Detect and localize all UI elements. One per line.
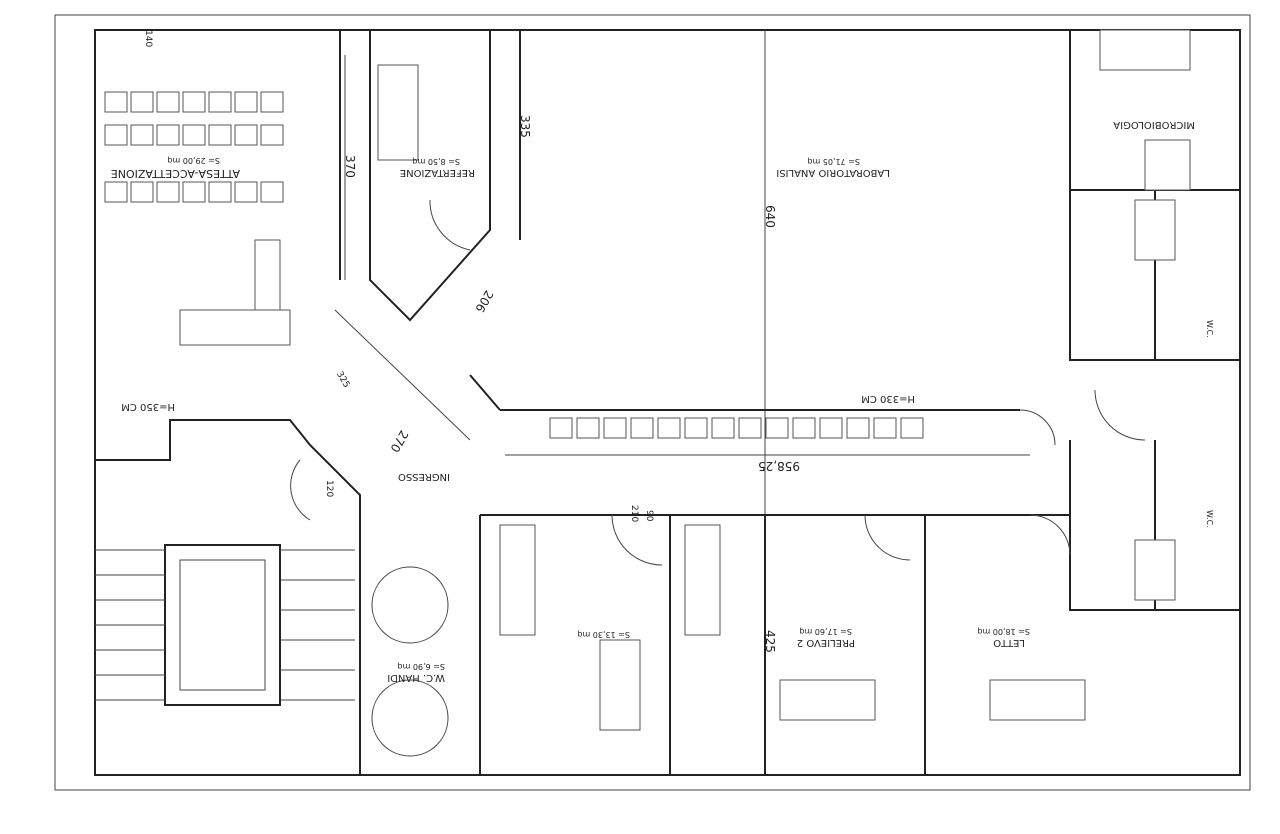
furniture xyxy=(179,29,1191,757)
dim-335: 335 xyxy=(518,115,532,138)
dim-958: 958,25 xyxy=(758,459,800,473)
height-left: H=350 CM xyxy=(121,401,175,412)
doors xyxy=(290,199,1146,566)
dim-210: 210 xyxy=(629,505,639,522)
room-name-wc2: W.C. xyxy=(1205,510,1214,528)
room-area-letto: S= 18,00 mq xyxy=(977,627,1030,636)
dim-640: 640 xyxy=(763,205,777,228)
room-labels: ATTESA-ACCETTAZIONE S= 29,00 mq REFERTAZ… xyxy=(111,119,1214,683)
room-name-microbiologia: MICROBIOLOGIA xyxy=(1113,119,1195,130)
room-area-refertazione: S= 8,50 mq xyxy=(412,157,460,166)
stairs xyxy=(95,549,355,701)
room-name-ingresso: INGRESSO xyxy=(398,471,450,482)
room-area-attesa: S= 29,00 mq xyxy=(167,156,220,165)
room-name-prelievo2: PRELIEVO 2 xyxy=(797,637,855,648)
dimensions: 370 335 640 206 270 325 958,25 425 140 9… xyxy=(143,30,1030,653)
dim-270: 270 xyxy=(387,428,411,455)
room-name-refertazione: REFERTAZIONE xyxy=(400,167,475,178)
dim-140: 140 xyxy=(143,30,153,47)
room-name-attesa: ATTESA-ACCETTAZIONE xyxy=(111,167,240,180)
corridor-chairs xyxy=(549,417,924,439)
dim-206: 206 xyxy=(472,288,496,315)
room-area-prelievo2: S= 17,60 mq xyxy=(799,627,852,636)
walls xyxy=(54,14,1251,791)
room-area-laboratorio: S= 71,05 mq xyxy=(807,157,860,166)
height-corridor: H=330 CM xyxy=(861,393,915,404)
room-name-letto: LETTO xyxy=(993,637,1025,648)
dim-120: 120 xyxy=(324,480,334,497)
room-area-prelievo1: S= 13,30 mq xyxy=(577,630,630,639)
waiting-chairs xyxy=(104,91,284,203)
dim-370: 370 xyxy=(343,155,357,178)
dim-425: 425 xyxy=(763,630,777,653)
dim-90: 90 xyxy=(644,510,654,522)
room-name-laboratorio: LABORATORIO ANALISI xyxy=(776,167,890,178)
room-name-wc-handi: W.C. HANDI xyxy=(387,672,445,683)
room-area-wc-handi: S= 6,90 mq xyxy=(397,662,445,671)
dim-325: 325 xyxy=(334,370,351,390)
room-name-wc1: W.C. xyxy=(1205,320,1214,338)
